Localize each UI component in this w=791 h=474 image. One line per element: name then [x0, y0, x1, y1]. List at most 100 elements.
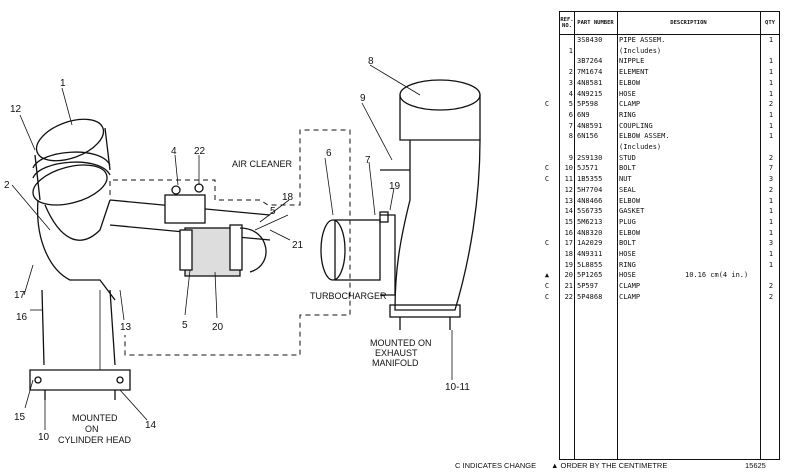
exploded-parts-diagram: 1 12 2 4 22 5 20 5 18 21 6 7 8 9 19 13 1… — [4, 56, 481, 445]
air-cleaner-bottom — [32, 164, 108, 206]
ref-number: 12 — [564, 185, 573, 194]
label-mounted-head-1: MOUNTED — [72, 413, 118, 423]
part-number: 4N8581 — [577, 78, 603, 87]
part-number: 4N9215 — [577, 89, 603, 98]
callout-8: 8 — [368, 56, 374, 67]
quantity: 7 — [768, 164, 774, 173]
change-mark: C — [544, 175, 550, 184]
elbow-assem-top — [399, 79, 481, 111]
part-number: 5P598 — [577, 100, 599, 109]
quantity: 1 — [768, 196, 774, 205]
part-number: 5P597 — [577, 282, 599, 291]
change-mark: C — [544, 100, 550, 109]
part-number: 4N8591 — [577, 121, 603, 130]
label-turbocharger: TURBOCHARGER — [310, 291, 387, 301]
quantity: 2 — [768, 282, 774, 291]
quantity: 2 — [768, 153, 774, 162]
quantity: 1 — [768, 57, 774, 66]
callout-21: 21 — [292, 240, 304, 251]
part-number: 1A2029 — [577, 239, 603, 248]
part-description: HOSE — [619, 89, 636, 98]
air-cleaner-top — [35, 118, 105, 162]
elbow-16 — [36, 199, 116, 301]
part-number: 2S9130 — [577, 153, 603, 162]
table-row: C 11 1B5355 NUT 3 — [545, 175, 779, 184]
part-number: 6N9 — [577, 110, 590, 119]
part-number: 4N8466 — [577, 196, 603, 205]
clamp-21 — [229, 224, 243, 271]
change-mark: C — [544, 164, 550, 173]
quantity: 2 — [768, 185, 774, 194]
callout-10-11: 10-11 — [445, 382, 470, 393]
part-description: (Includes) — [619, 143, 662, 151]
ref-number: 6 — [568, 110, 573, 119]
ref-number: 21 — [564, 282, 573, 291]
change-mark: C — [544, 282, 550, 291]
elbow-assem-body — [394, 139, 481, 311]
ref-number: 8 — [568, 132, 573, 141]
callout-10: 10 — [38, 432, 50, 443]
change-mark: ▲ — [544, 271, 550, 280]
part-note: 10.16 cm(4 in.) — [685, 271, 749, 280]
part-number: 1B5355 — [577, 175, 603, 184]
callout-18: 18 — [282, 192, 294, 203]
part-number: 4N9311 — [577, 250, 603, 258]
header-qty: QTY — [765, 20, 775, 26]
quantity: 1 — [768, 36, 774, 44]
change-mark: C — [544, 292, 550, 301]
callout-19: 19 — [389, 181, 401, 192]
quantity: 1 — [768, 132, 774, 141]
callout-7: 7 — [365, 155, 371, 166]
hose-clamp-4 — [164, 194, 206, 224]
quantity: 1 — [768, 207, 774, 216]
header-part-number: PART NUMBER — [577, 20, 614, 26]
label-mounted-exhaust-1: MOUNTED ON — [370, 338, 432, 348]
part-description: ELBOW — [619, 228, 641, 237]
part-description: ELEMENT — [619, 68, 649, 77]
callout-16: 16 — [16, 312, 28, 323]
callout-4: 4 — [171, 146, 177, 157]
quantity: 2 — [768, 100, 774, 109]
part-description: NUT — [619, 175, 632, 184]
part-number: 3B7264 — [577, 57, 603, 66]
part-number: 5J571 — [577, 164, 599, 173]
ref-number: 10 — [564, 164, 573, 173]
part-description: ELBOW — [619, 78, 641, 87]
ref-number: 1 — [568, 46, 573, 55]
ref-number: 11 — [564, 175, 573, 184]
quantity: 1 — [768, 228, 774, 237]
air-cleaner-body — [34, 127, 111, 201]
ref-number: 2 — [568, 68, 573, 77]
label-mounted-head-3: CYLINDER HEAD — [58, 435, 132, 445]
part-description: RING — [619, 260, 636, 269]
label-air-cleaner: AIR CLEANER — [232, 159, 293, 169]
header-ref-no: REF. NO. — [560, 17, 574, 29]
quantity: 3 — [768, 175, 774, 184]
turbo-inlet-ring — [320, 219, 346, 281]
part-number: 5P4868 — [577, 292, 603, 301]
part-number: 3S8430 — [577, 36, 603, 44]
quantity: 1 — [768, 121, 774, 130]
page-number: 15625 — [745, 461, 766, 470]
callout-22: 22 — [194, 146, 206, 157]
mounting-flange — [29, 369, 131, 391]
